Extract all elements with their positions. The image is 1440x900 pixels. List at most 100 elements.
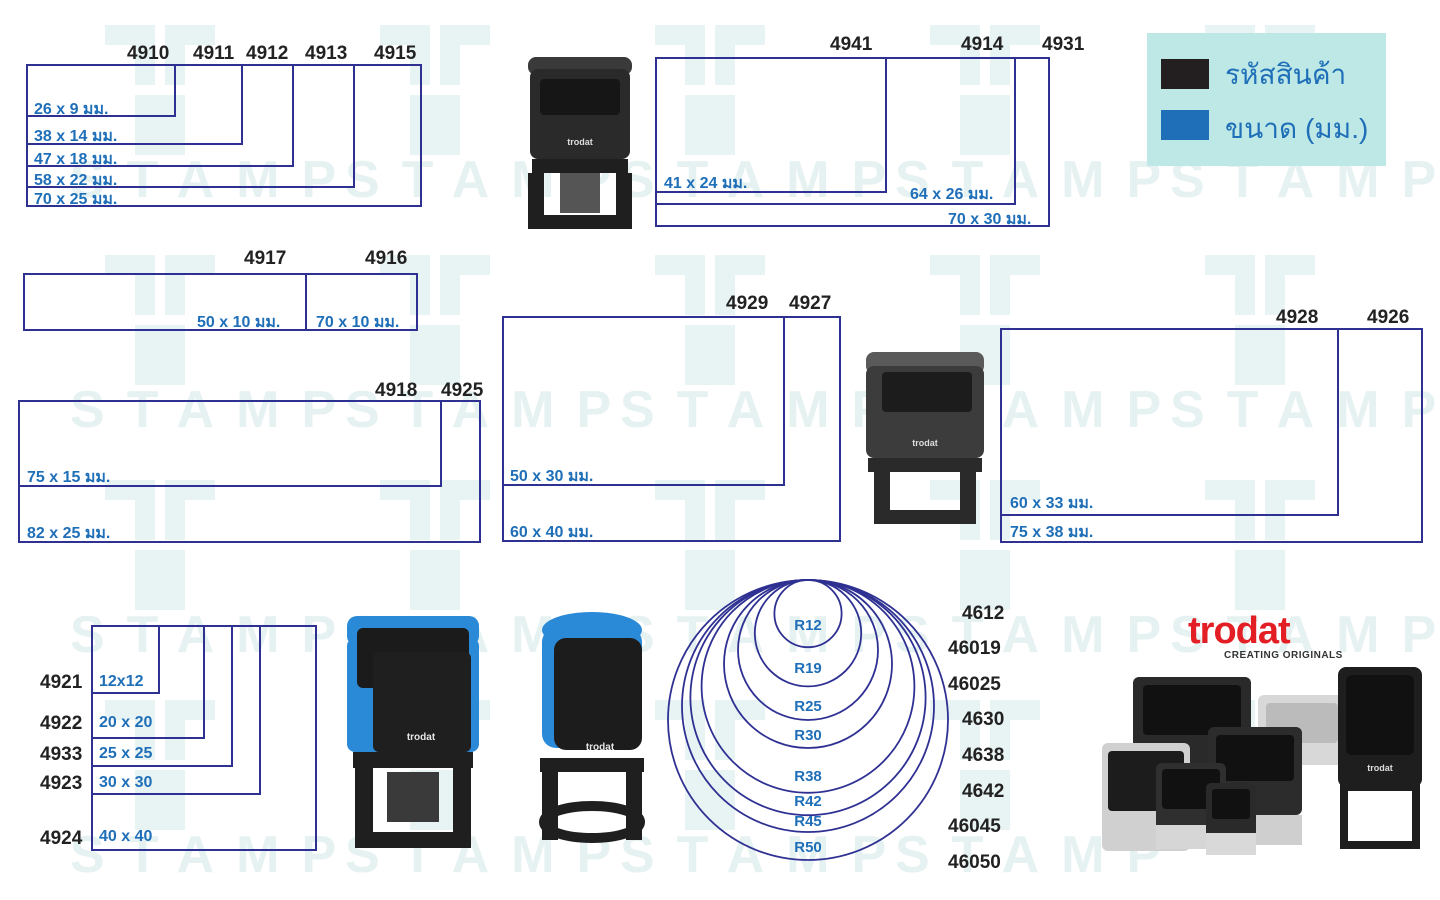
watermark-logo-icon <box>105 255 215 385</box>
stamp-product-image: trodat <box>866 352 984 524</box>
size-label: 25 x 25 <box>99 745 153 762</box>
watermark-logo-icon <box>655 255 765 385</box>
size-label: 60 x 33 มม. <box>1010 495 1094 512</box>
code-label: 4910 <box>127 43 170 64</box>
code-label: 4926 <box>1367 307 1410 328</box>
stamp-brand-text: trodat <box>912 438 938 448</box>
stamp-brand-text: trodat <box>1367 763 1393 773</box>
code-label: 4917 <box>244 248 287 269</box>
code-label: 4911 <box>193 43 235 64</box>
round-size-label: R38 <box>794 768 822 785</box>
size-label: 82 x 25 มม. <box>27 525 111 542</box>
code-label: 4912 <box>246 43 289 64</box>
size-label: 70 x 10 มม. <box>316 314 400 331</box>
size-label: 58 x 22 มม. <box>34 172 118 189</box>
size-label: 30 x 30 <box>99 774 153 791</box>
size-box-4921 <box>91 625 160 694</box>
round-size-label: R19 <box>794 660 822 677</box>
watermark-text: STAMP <box>70 826 359 884</box>
watermark-logo-icon <box>655 700 765 830</box>
code-label: 4925 <box>441 380 484 401</box>
trodat-logo: trodat CREATING ORIGINALS <box>1188 610 1348 664</box>
watermark-logo-icon <box>930 480 1040 610</box>
code-label: 4941 <box>830 34 873 55</box>
watermark-logo-icon <box>105 25 215 155</box>
legend-size-label: ขนาด (มม.) <box>1225 113 1369 144</box>
size-label: 70 x 25 มม. <box>34 191 118 208</box>
code-label: 4931 <box>1042 34 1085 55</box>
code-label: 4918 <box>375 380 418 401</box>
size-label: 41 x 24 มม. <box>664 175 748 192</box>
code-label: 46045 <box>948 816 1001 837</box>
code-label: 4642 <box>962 781 1005 802</box>
watermark-logo-icon <box>655 25 765 155</box>
round-size-circle <box>667 579 949 861</box>
stamp-brand-text: trodat <box>586 742 615 753</box>
code-label: 46050 <box>948 852 1001 873</box>
size-label: 20 x 20 <box>99 714 153 731</box>
size-label: 26 x 9 มม. <box>34 101 109 118</box>
watermark-logo-icon <box>380 25 490 155</box>
size-label: 60 x 40 มม. <box>510 524 594 541</box>
size-label: 75 x 38 มม. <box>1010 524 1094 541</box>
size-label: 38 x 14 มม. <box>34 128 118 145</box>
watermark-text: STAMP <box>1170 381 1440 439</box>
size-box-4929 <box>502 316 785 486</box>
size-label: 40 x 40 <box>99 828 153 845</box>
watermark-text: STAMP <box>895 606 1184 664</box>
watermark-text: STAMP <box>345 381 634 439</box>
code-label: 4922 <box>40 713 83 734</box>
code-label: 4630 <box>962 709 1005 730</box>
watermark-logo-icon <box>1205 255 1315 385</box>
stamp-product-image: trodat <box>347 616 479 848</box>
watermark-text: STAMP <box>1170 606 1440 664</box>
code-label: 4921 <box>40 672 83 693</box>
size-box-4941 <box>655 57 887 193</box>
code-label: 46025 <box>948 674 1001 695</box>
round-size-label: R25 <box>794 698 822 715</box>
brand-name: trodat <box>1188 610 1291 652</box>
stamp-product-image: trodat <box>528 57 632 229</box>
round-size-label: R45 <box>794 813 822 830</box>
code-label: 4923 <box>40 773 83 794</box>
watermark-logo-icon <box>930 25 1040 155</box>
code-label: 4915 <box>374 43 417 64</box>
size-box-4928 <box>1000 328 1339 516</box>
stamp-brand-text: trodat <box>567 137 593 147</box>
size-label: 47 x 18 มม. <box>34 151 118 168</box>
round-size-circle <box>773 579 843 649</box>
code-label: 4612 <box>962 603 1005 624</box>
stamp-family-image: trodat <box>1102 667 1422 855</box>
code-label: 4927 <box>789 293 832 314</box>
code-label: 4638 <box>962 745 1005 766</box>
size-label: 70 x 30 มม. <box>948 211 1032 228</box>
code-label: 46019 <box>948 638 1001 659</box>
round-size-label: R12 <box>794 617 822 634</box>
legend: รหัสสินค้า ขนาด (มม.) <box>1147 33 1386 166</box>
brand-tagline: CREATING ORIGINALS <box>1224 650 1343 661</box>
watermark-logo-icon <box>655 480 765 610</box>
watermark-logo-icon <box>930 700 1040 830</box>
size-box-4917 <box>23 273 307 331</box>
legend-code-label: รหัสสินค้า <box>1225 59 1347 90</box>
stamp-brand-text: trodat <box>407 732 436 743</box>
round-size-label: R50 <box>794 839 822 856</box>
size-label: 50 x 10 มม. <box>197 314 281 331</box>
size-label: 64 x 26 มม. <box>910 186 994 203</box>
code-label: 4916 <box>365 248 408 269</box>
watermark-text: STAMP <box>70 381 359 439</box>
code-label: 4928 <box>1276 307 1319 328</box>
stamp-product-image: trodat <box>539 612 645 843</box>
size-box-4910 <box>26 64 176 117</box>
legend-code-swatch <box>1161 59 1209 89</box>
watermark-text: STAMP <box>620 381 909 439</box>
watermark-logo-icon <box>105 480 215 610</box>
code-label: 4913 <box>305 43 348 64</box>
code-label: 4933 <box>40 744 83 765</box>
size-label: 75 x 15 มม. <box>27 469 111 486</box>
code-label: 4924 <box>40 828 83 849</box>
watermark-text: STAMP <box>895 151 1184 209</box>
watermark-logo-icon <box>1205 480 1315 610</box>
